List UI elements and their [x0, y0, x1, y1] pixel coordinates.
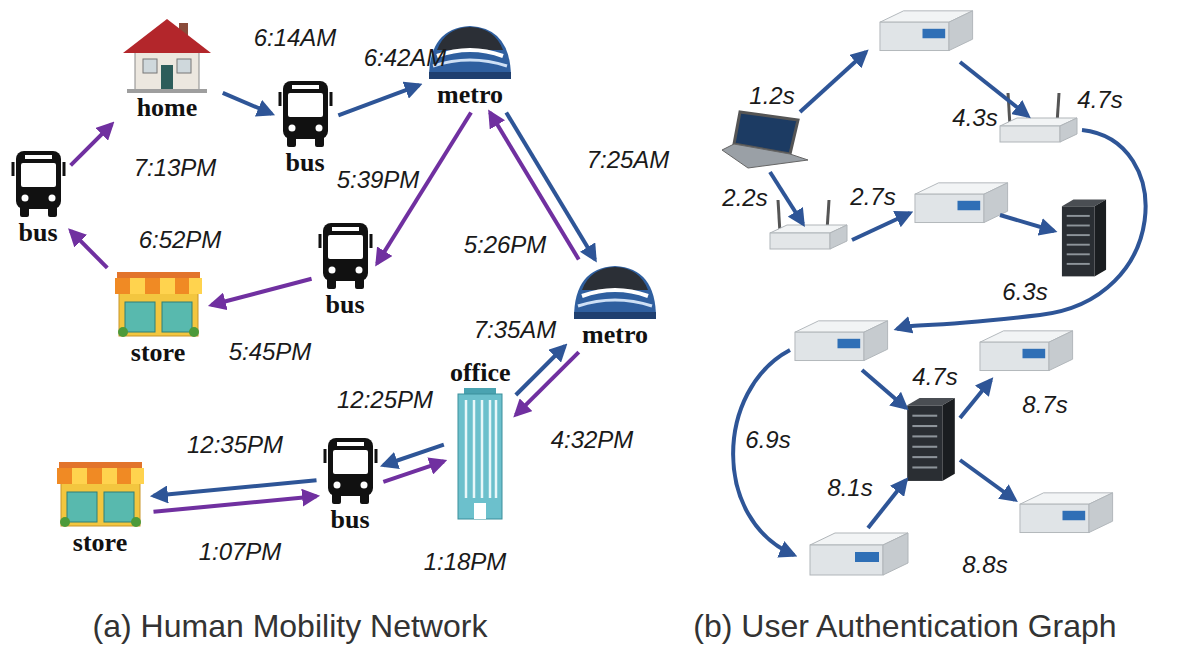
auth-arrow: [1000, 215, 1054, 231]
place-label: metro: [422, 80, 518, 110]
auth-arrow: [960, 460, 1015, 500]
time-label: 7:25AM: [587, 147, 670, 173]
time-label: 1:07PM: [199, 539, 282, 565]
place-node: metro: [567, 262, 663, 350]
auth-arrow: [960, 380, 991, 418]
trip-arrow: [71, 124, 112, 165]
trip-arrow: [223, 93, 272, 114]
panel-caption: (b) User Authentication Graph: [693, 608, 1116, 644]
latency-label: 8.8s: [962, 552, 1007, 578]
trip-arrow: [516, 346, 565, 395]
latency-label: 4.7s: [912, 364, 957, 390]
router-icon: [1000, 93, 1077, 142]
server-icon: [915, 183, 1008, 223]
place-node: bus: [320, 435, 381, 535]
auth-arrows: [733, 52, 1145, 555]
time-label: 6:52PM: [139, 227, 222, 253]
place-label: bus: [8, 218, 69, 248]
place-label: metro: [567, 320, 663, 350]
time-label: 7:13PM: [134, 155, 217, 181]
time-label: 5:39PM: [337, 167, 420, 193]
time-label: 5:26PM: [464, 232, 547, 258]
time-label: 1:18PM: [424, 549, 507, 575]
latency-label: 8.1s: [827, 475, 872, 501]
place-node: bus: [8, 148, 69, 248]
bus-icon: [323, 435, 378, 505]
server-icon: [880, 11, 973, 51]
place-node: store: [50, 460, 151, 558]
laptop-icon: [722, 112, 808, 168]
trip-arrow: [153, 480, 316, 496]
latency-label: 2.7s: [850, 184, 895, 210]
rack-icon: [1062, 200, 1106, 277]
time-label: 12:25PM: [337, 387, 433, 413]
place-label: office: [447, 358, 514, 388]
latency-label: 6.3s: [1002, 279, 1047, 305]
store-icon: [111, 270, 206, 338]
bus-icon: [318, 220, 373, 290]
auth-arrow: [852, 213, 910, 240]
bus-icon: [278, 78, 333, 148]
router-icon: [770, 200, 847, 249]
place-node: store: [108, 270, 209, 368]
place-node: home: [114, 15, 220, 123]
auth-arrow: [897, 130, 1146, 329]
trip-arrow: [153, 496, 316, 512]
auth-arrow: [800, 52, 866, 112]
trip-arrow: [211, 279, 311, 305]
trip-arrow: [516, 352, 579, 415]
metro-icon: [570, 262, 660, 320]
place-label: store: [108, 338, 209, 368]
time-label: 6:42AM: [364, 45, 447, 71]
server-icon: [1020, 493, 1113, 533]
panel-caption: (a) Human Mobility Network: [93, 608, 488, 644]
place-label: bus: [320, 505, 381, 535]
trip-arrow: [383, 461, 444, 482]
time-label: 12:35PM: [187, 432, 283, 458]
place-label: bus: [275, 148, 336, 178]
auth-arrow: [770, 172, 803, 224]
time-label: 5:45PM: [229, 339, 312, 365]
office-icon: [450, 388, 510, 523]
time-label: 4:32PM: [551, 427, 634, 453]
place-label: bus: [315, 290, 376, 320]
place-node: bus: [315, 220, 376, 320]
latency-label: 2.2s: [722, 185, 767, 211]
latency-label: 6.9s: [745, 427, 790, 453]
auth-arrow: [733, 350, 794, 555]
latency-label: 4.7s: [1077, 87, 1122, 113]
rack-icon: [907, 398, 955, 481]
store-icon: [53, 460, 148, 528]
latency-label: 4.3s: [952, 105, 997, 131]
latency-label: 1.2s: [749, 83, 794, 109]
bus-icon: [11, 148, 66, 218]
place-node: office: [447, 358, 514, 523]
latency-label: 8.7s: [1022, 392, 1067, 418]
auth-arrow: [868, 480, 906, 528]
server-icon: [980, 331, 1073, 371]
time-label: 7:35AM: [474, 317, 557, 343]
house-icon: [117, 15, 217, 93]
trip-arrow: [383, 445, 444, 466]
place-label: home: [114, 93, 220, 123]
auth-devices: [722, 11, 1113, 575]
place-node: bus: [275, 78, 336, 178]
time-label: 6:14AM: [254, 25, 337, 51]
auth-arrow: [862, 370, 906, 408]
server-icon: [810, 533, 908, 575]
place-label: store: [50, 528, 151, 558]
trip-arrow: [71, 231, 108, 268]
trip-arrow: [338, 85, 419, 115]
server-icon: [795, 321, 888, 361]
